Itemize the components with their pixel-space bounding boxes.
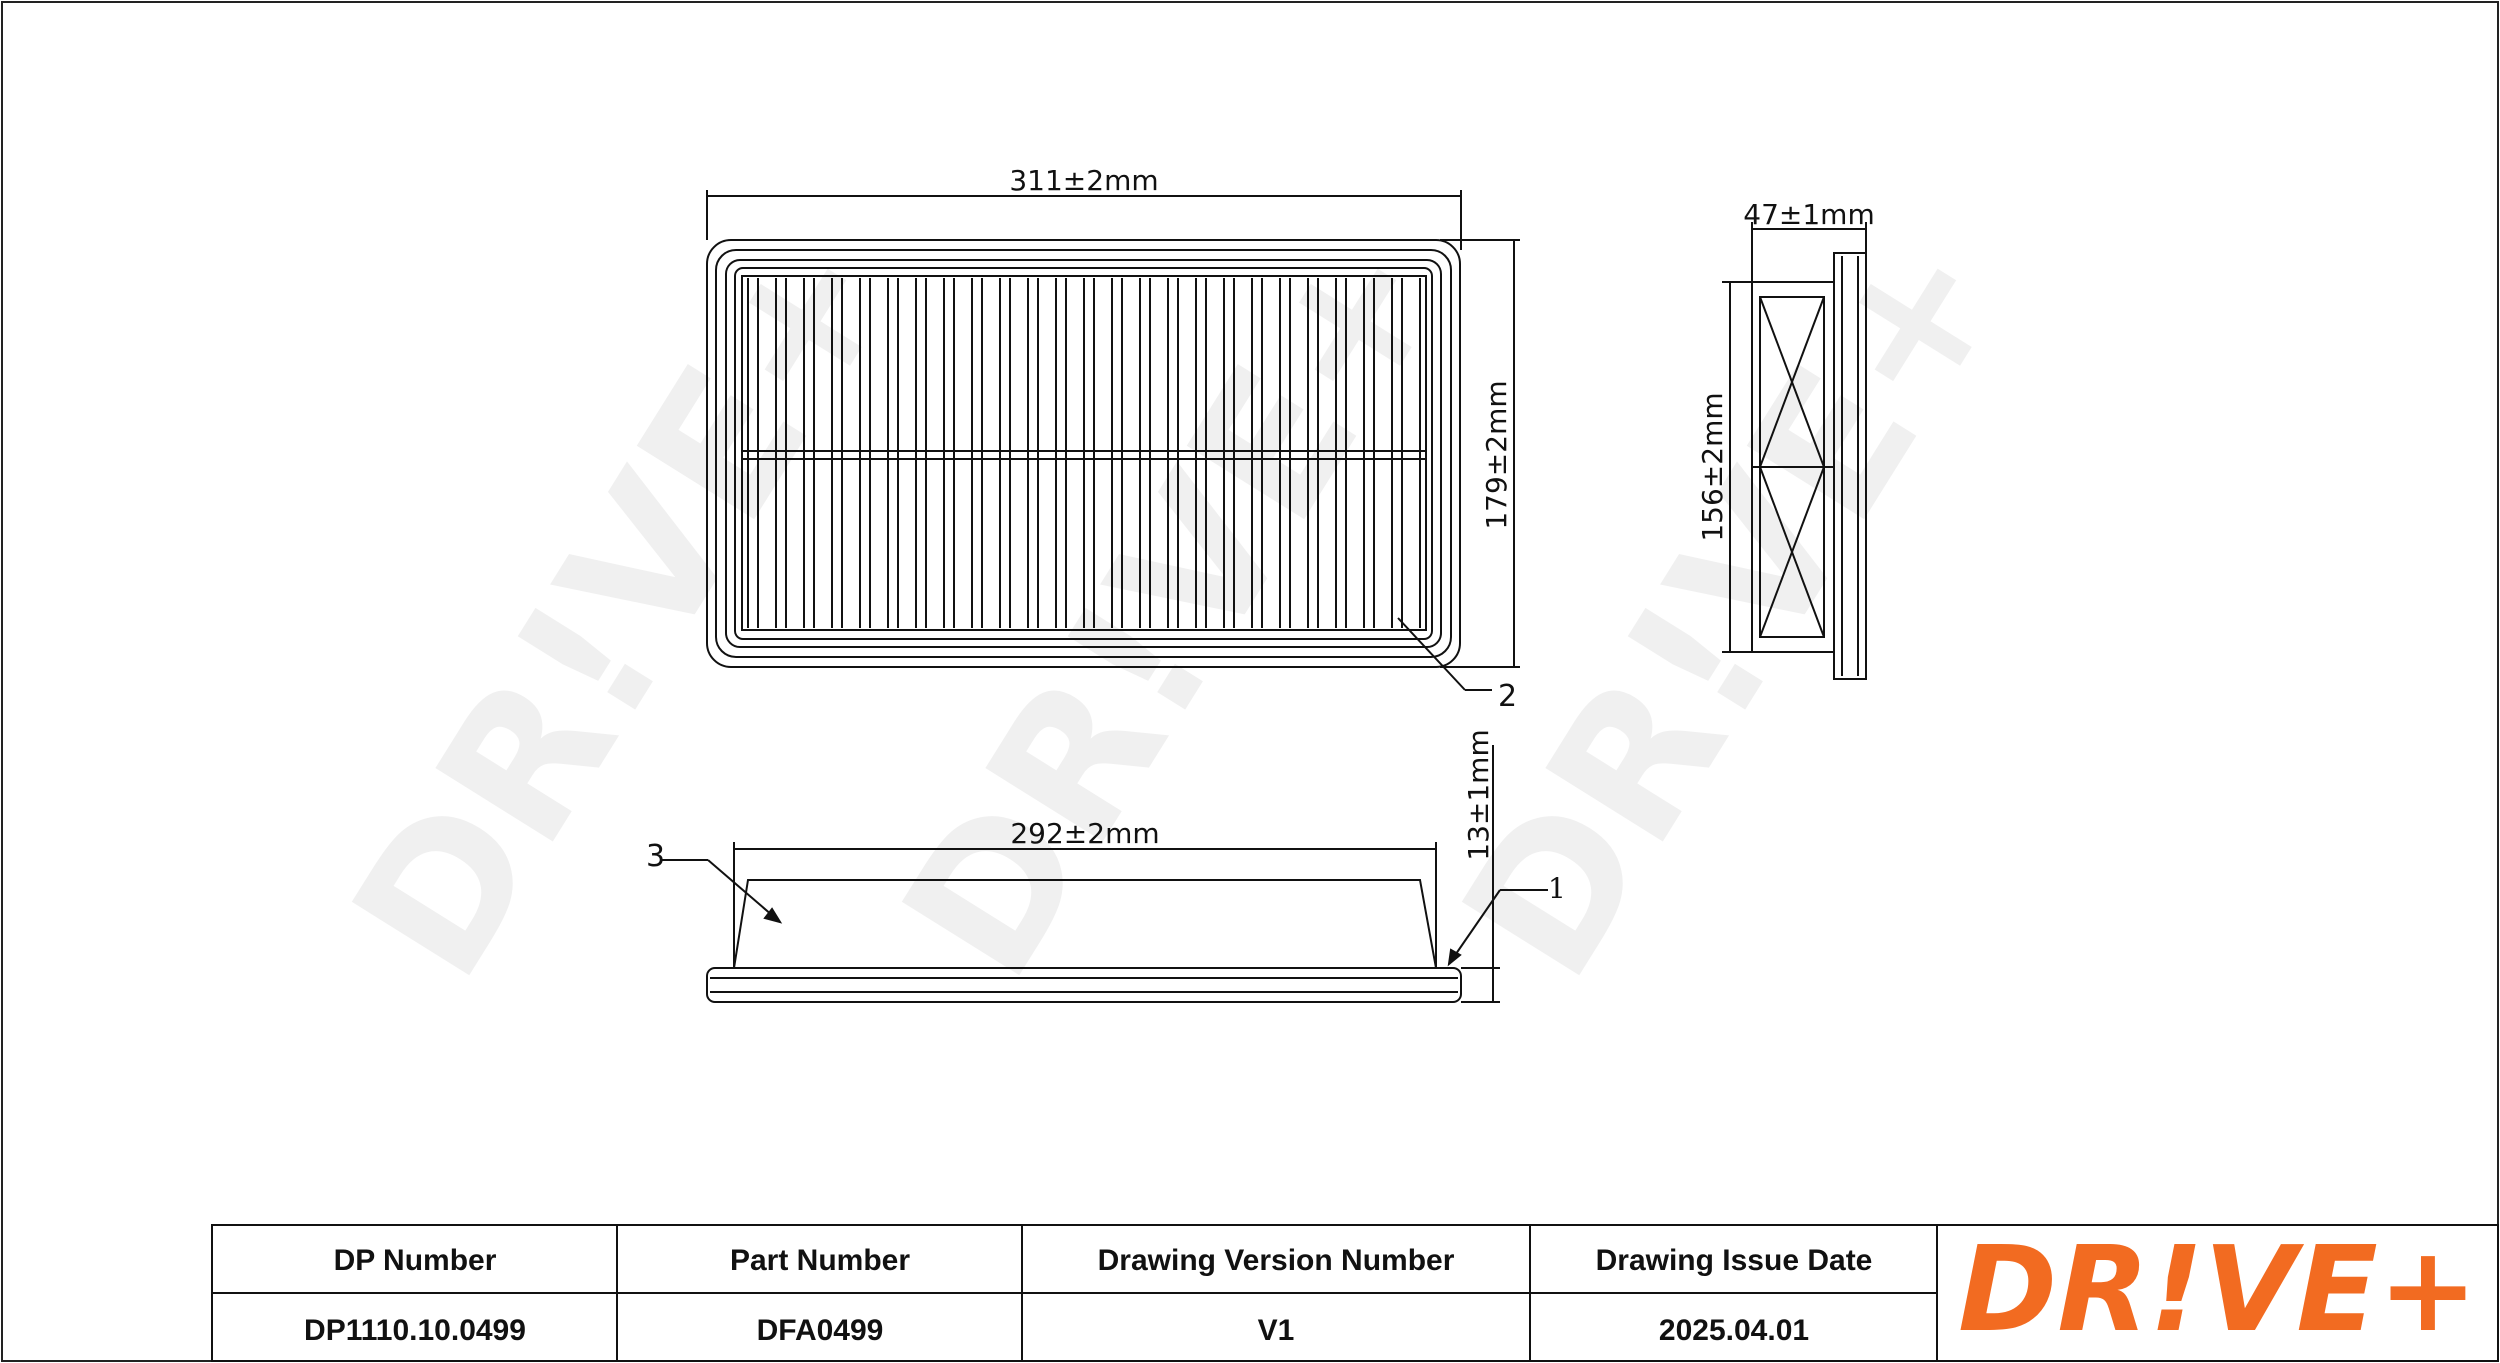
value-drawing-version-number: V1	[1258, 1314, 1295, 1347]
dim-height	[1461, 745, 1500, 1003]
top-view-frame-3	[725, 259, 1442, 648]
header-drawing-version-number: Drawing Version Number	[1098, 1244, 1455, 1277]
dim-side-height	[1722, 281, 1752, 653]
dim-side-height-label: 156±2mm	[1696, 392, 1729, 541]
dim-width-label: 179±2mm	[1480, 380, 1513, 529]
callout-2: 2	[1498, 679, 1517, 714]
front-view	[706, 879, 1462, 1003]
dim-height-label: 13±1mm	[1462, 729, 1495, 860]
callout-1: 1	[1548, 872, 1566, 905]
title-block	[211, 1224, 2499, 1362]
value-dp-number: DP1110.10.0499	[304, 1314, 526, 1347]
top-view	[706, 239, 1461, 668]
filter-media-area	[741, 275, 1427, 631]
dim-width	[1440, 239, 1520, 668]
dim-length-label: 311±2mm	[1009, 164, 1158, 197]
dim-side-width	[1751, 222, 1867, 282]
header-drawing-issue-date: Drawing Issue Date	[1596, 1244, 1873, 1277]
dim-inner-length	[733, 842, 1437, 968]
top-view-frame-outer	[706, 239, 1461, 668]
pleat-lines	[747, 278, 1421, 628]
callout-1-leader	[1447, 889, 1548, 967]
dim-inner-length-label: 292±2mm	[1010, 817, 1159, 850]
front-view-frame	[706, 967, 1462, 1003]
callout-3-leader	[660, 859, 783, 924]
top-view-frame-2	[715, 249, 1452, 658]
callout-2-leader	[1397, 617, 1492, 691]
value-drawing-issue-date: 2025.04.01	[1659, 1314, 1809, 1347]
value-part-number: DFA0499	[757, 1314, 884, 1347]
dim-side-width-label: 47±1mm	[1743, 198, 1874, 231]
drive-logo: DR!VE+	[1958, 1220, 2478, 1358]
header-part-number: Part Number	[730, 1244, 910, 1277]
side-view	[1751, 252, 1867, 680]
top-view-frame-inner	[734, 267, 1433, 640]
header-dp-number: DP Number	[334, 1244, 497, 1277]
callout-3: 3	[646, 839, 665, 874]
